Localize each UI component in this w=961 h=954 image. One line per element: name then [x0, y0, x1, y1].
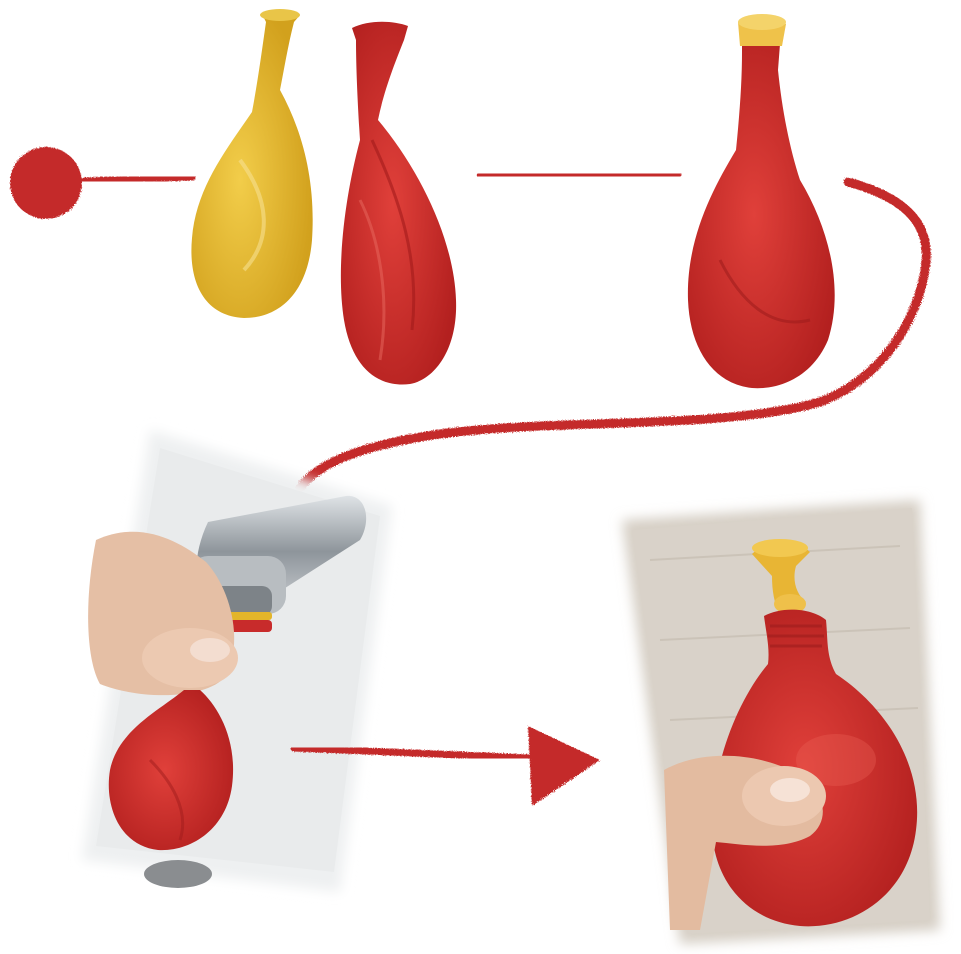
arrowhead [528, 726, 600, 806]
connector-line-1 [84, 177, 192, 181]
panel-deflated-balloons [191, 9, 456, 384]
yellow-balloon [191, 9, 312, 318]
panel-finished-water-balloon [622, 500, 940, 944]
start-dot [10, 147, 82, 219]
connector-line-2 [480, 174, 678, 176]
red-balloon-deflated [341, 22, 456, 385]
panel-filling-at-tap [82, 430, 392, 892]
sink-drain [144, 860, 212, 888]
panel-balloon-in-balloon [688, 14, 835, 388]
